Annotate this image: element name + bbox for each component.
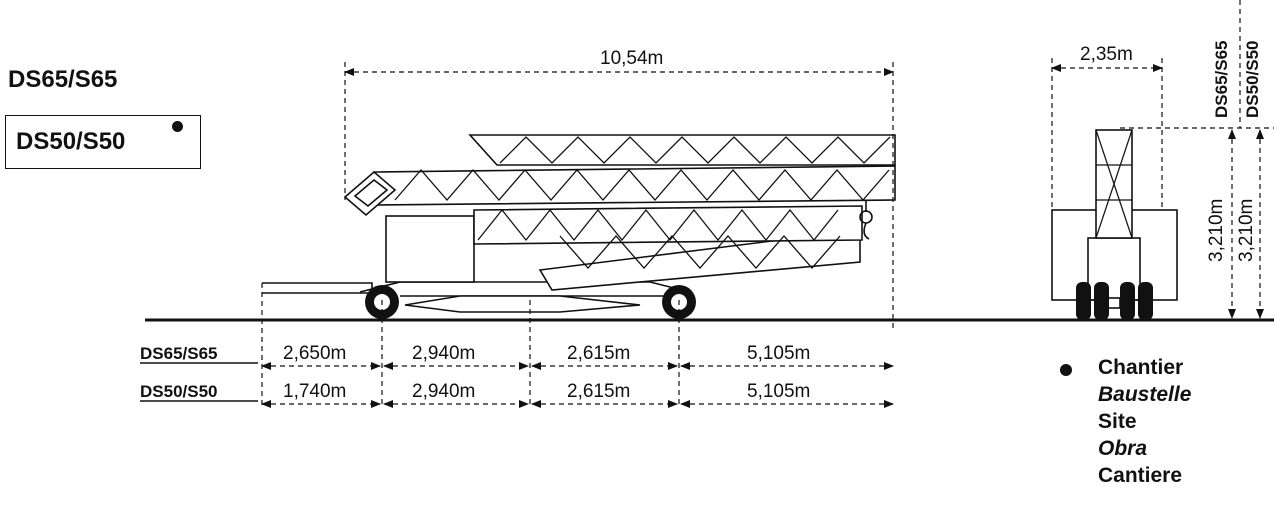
legend-item-en: Site: [1098, 410, 1137, 433]
overall-length-label: 10,54m: [600, 48, 663, 69]
width-dimension: [1051, 58, 1163, 210]
model-title-ds65: DS65/S65: [8, 66, 118, 93]
site-marker-icon: [172, 121, 183, 132]
row-label-ds50: DS50/S50: [140, 382, 218, 401]
row-ds50-seg1: 1,740m: [283, 381, 346, 402]
segment-extension-lines: [261, 283, 680, 405]
row-dimension-lines: [261, 362, 894, 408]
row-label-ds65: DS65/S65: [140, 344, 218, 363]
height-label-ds65: 3,210m: [1206, 199, 1227, 262]
row-ds50-seg3: 2,615m: [567, 381, 630, 402]
jib-lattice: [394, 136, 891, 269]
crane-side-view: [262, 134, 896, 313]
width-label: 2,35m: [1080, 44, 1133, 65]
row-ds50-seg2: 2,940m: [412, 381, 475, 402]
model-title-ds50: DS50/S50: [16, 128, 126, 155]
site-bullet-icon: [1060, 364, 1072, 376]
legend: Chantier Baustelle Site Obra Cantiere: [1060, 354, 1191, 489]
crane-rear-view: [1051, 129, 1178, 309]
row-ds65-seg3: 2,615m: [567, 343, 630, 364]
side-label-ds65: DS65/S65: [1212, 41, 1231, 119]
row-ds65-seg2: 2,940m: [412, 343, 475, 364]
legend-item-de: Baustelle: [1098, 383, 1192, 406]
row-ds65-seg1: 2,650m: [283, 343, 346, 364]
side-label-ds50: DS50/S50: [1243, 41, 1262, 119]
height-dimensions: [1120, 0, 1274, 319]
legend-item-fr: Chantier: [1098, 356, 1184, 379]
overall-length-dimension: [344, 62, 894, 330]
legend-item-es: Obra: [1098, 437, 1148, 460]
height-label-ds50: 3,210m: [1236, 199, 1257, 262]
model-box-ds50: DS50/S50: [5, 115, 201, 169]
row-ds65-seg4: 5,105m: [747, 343, 810, 364]
rear-wheels: [1076, 282, 1153, 320]
legend-item-it: Cantiere: [1098, 464, 1183, 487]
row-ds50-seg4: 5,105m: [747, 381, 810, 402]
